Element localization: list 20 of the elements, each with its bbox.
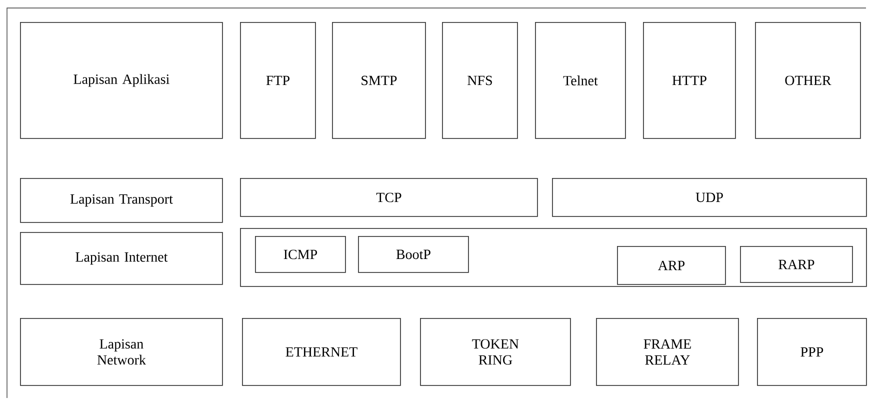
protocol-box: PPP xyxy=(757,318,867,386)
protocol-box: TOKEN RING xyxy=(420,318,571,386)
protocol-box: NFS xyxy=(442,22,518,139)
protocol-box: ETHERNET xyxy=(242,318,401,386)
protocol-box: SMTP xyxy=(332,22,426,139)
protocol-box: Telnet xyxy=(535,22,626,139)
protocol-box: FTP xyxy=(240,22,316,139)
protocol-box: TCP xyxy=(240,178,538,217)
protocol-box: RARP xyxy=(740,246,853,283)
layer-box: Lapisan Internet xyxy=(20,232,223,285)
layer-box: Lapisan Aplikasi xyxy=(20,22,223,139)
protocol-box: OTHER xyxy=(755,22,861,139)
layer-box: Lapisan Transport xyxy=(20,178,223,223)
protocol-box: ARP xyxy=(617,246,726,285)
protocol-box: UDP xyxy=(552,178,867,217)
protocol-box: HTTP xyxy=(643,22,736,139)
layer-box: Lapisan Network xyxy=(20,318,223,386)
protocol-box: FRAME RELAY xyxy=(596,318,739,386)
protocol-box: ICMP xyxy=(255,236,346,273)
protocol-box: BootP xyxy=(358,236,469,273)
